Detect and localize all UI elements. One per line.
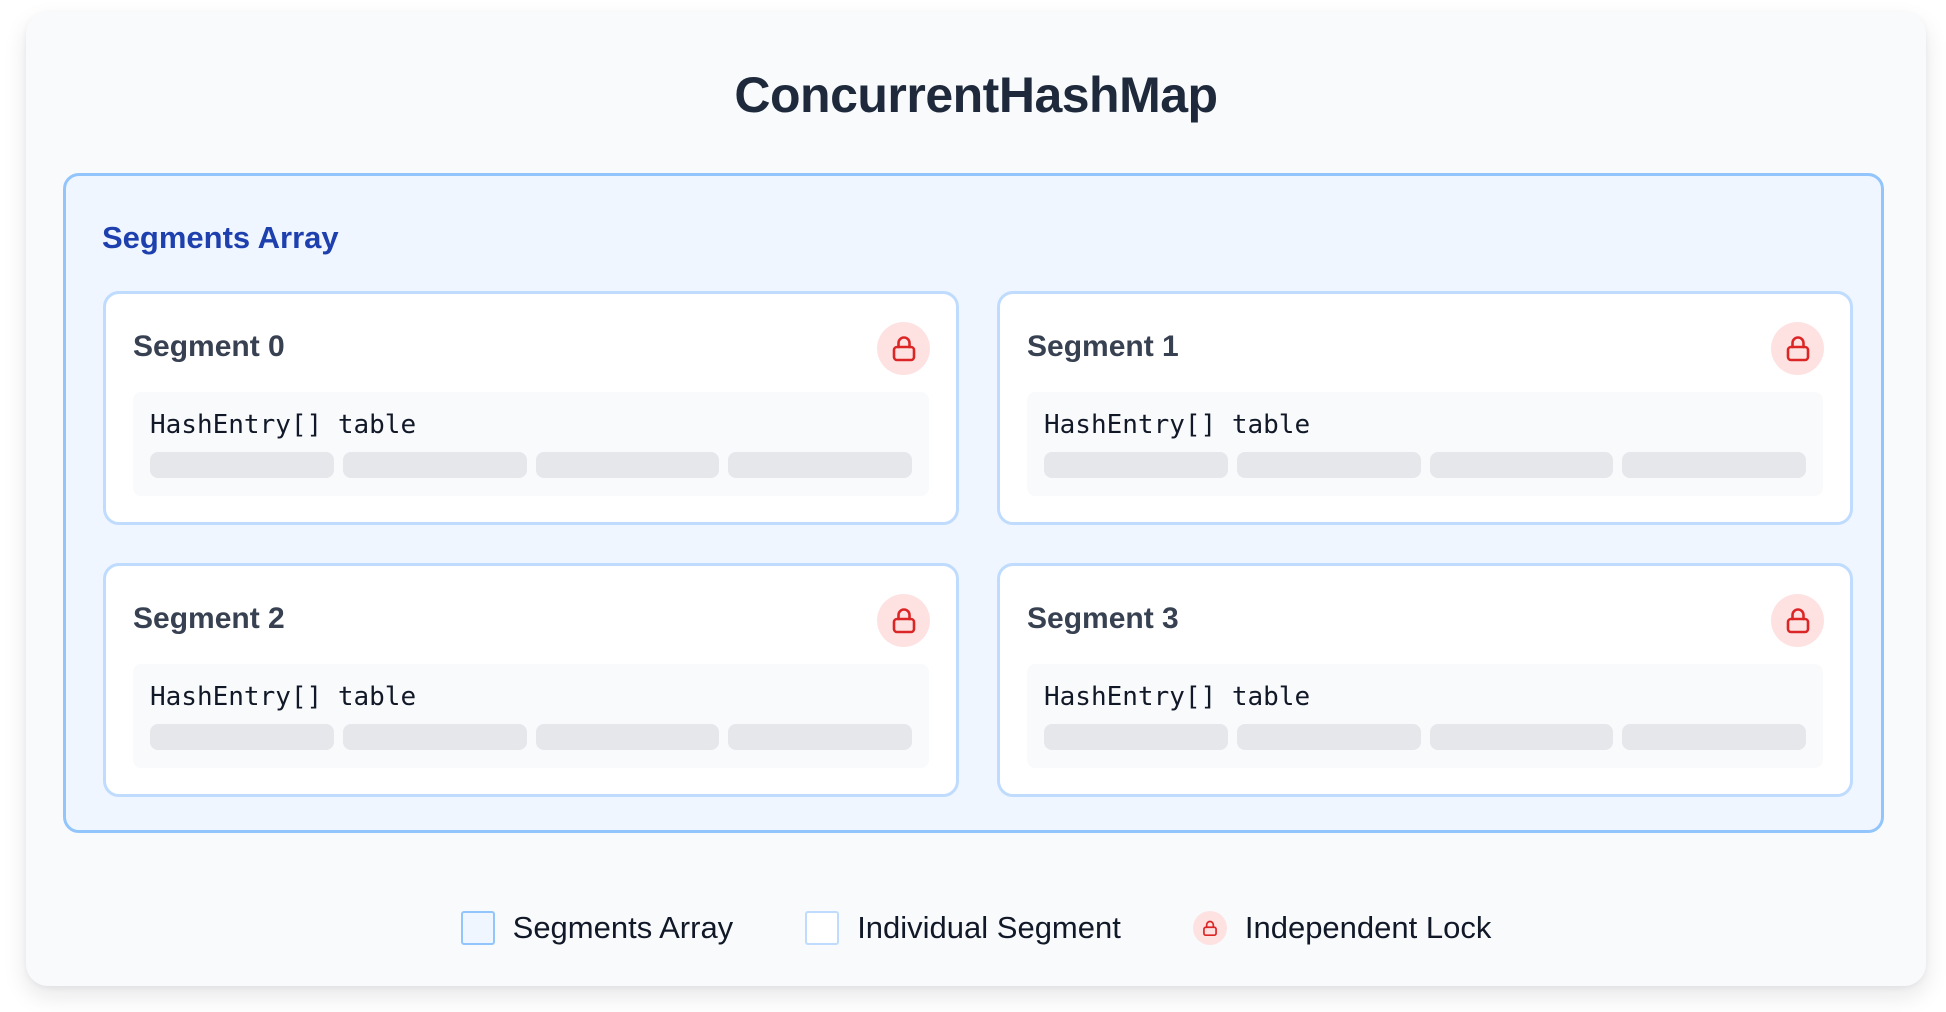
bucket-slot: [342, 724, 527, 750]
bucket-slot: [1236, 724, 1421, 750]
segment-swatch: [805, 911, 840, 945]
bucket-slot: [1044, 724, 1228, 750]
bucket-slot: [728, 452, 912, 478]
bucket-slot: [1236, 452, 1421, 478]
bucket-row: [150, 724, 912, 750]
legend-item-individual-segment: Individual Segment: [805, 910, 1121, 946]
lock-icon: [877, 594, 930, 647]
segment-title: Segment 3: [1027, 602, 1179, 635]
segment-box: Segment 3 HashEntry[] table: [997, 563, 1853, 797]
table-label: HashEntry[] table: [1044, 682, 1311, 712]
bucket-row: [1044, 724, 1806, 750]
table-label: HashEntry[] table: [150, 682, 417, 712]
segments-array-label: Segments Array: [102, 220, 339, 255]
segment-box: Segment 0 HashEntry[] table: [103, 291, 959, 525]
bucket-slot: [1429, 724, 1614, 750]
bucket-slot: [1429, 452, 1614, 478]
bucket-slot: [150, 724, 334, 750]
segment-title: Segment 0: [133, 330, 285, 363]
hash-entry-table: HashEntry[] table: [1027, 664, 1823, 768]
lock-icon: [1192, 911, 1227, 945]
diagram-title: ConcurrentHashMap: [734, 67, 1218, 123]
legend-label: Independent Lock: [1244, 910, 1492, 945]
table-label: HashEntry[] table: [1044, 410, 1311, 440]
legend: Segments Array Individual Segment Indepe…: [26, 910, 1926, 946]
segment-title: Segment 2: [133, 602, 285, 635]
segments-array-container: Segments Array Segment 0 HashEntry[] tab…: [63, 173, 1884, 833]
diagram-card: ConcurrentHashMap Segments Array Segment…: [26, 12, 1926, 986]
bucket-row: [150, 452, 912, 478]
bucket-slot: [728, 724, 912, 750]
bucket-row: [1044, 452, 1806, 478]
hash-entry-table: HashEntry[] table: [1027, 392, 1823, 496]
bucket-slot: [342, 452, 527, 478]
bucket-slot: [1622, 724, 1806, 750]
legend-item-segments-array: Segments Array: [460, 910, 734, 946]
bucket-slot: [1622, 452, 1806, 478]
segment-box: Segment 1 HashEntry[] table: [997, 291, 1853, 525]
lock-icon: [1771, 594, 1824, 647]
legend-label: Individual Segment: [857, 910, 1121, 945]
lock-icon: [1771, 322, 1824, 375]
segment-box: Segment 2 HashEntry[] table: [103, 563, 959, 797]
legend-label: Segments Array: [512, 910, 734, 945]
hash-entry-table: HashEntry[] table: [133, 664, 929, 768]
bucket-slot: [150, 452, 334, 478]
bucket-slot: [1044, 452, 1228, 478]
table-label: HashEntry[] table: [150, 410, 417, 440]
lock-icon: [877, 322, 930, 375]
hash-entry-table: HashEntry[] table: [133, 392, 929, 496]
bucket-slot: [535, 452, 720, 478]
segments-array-swatch: [460, 911, 495, 945]
bucket-slot: [535, 724, 720, 750]
segment-title: Segment 1: [1027, 330, 1179, 363]
legend-item-independent-lock: Independent Lock: [1192, 910, 1492, 946]
